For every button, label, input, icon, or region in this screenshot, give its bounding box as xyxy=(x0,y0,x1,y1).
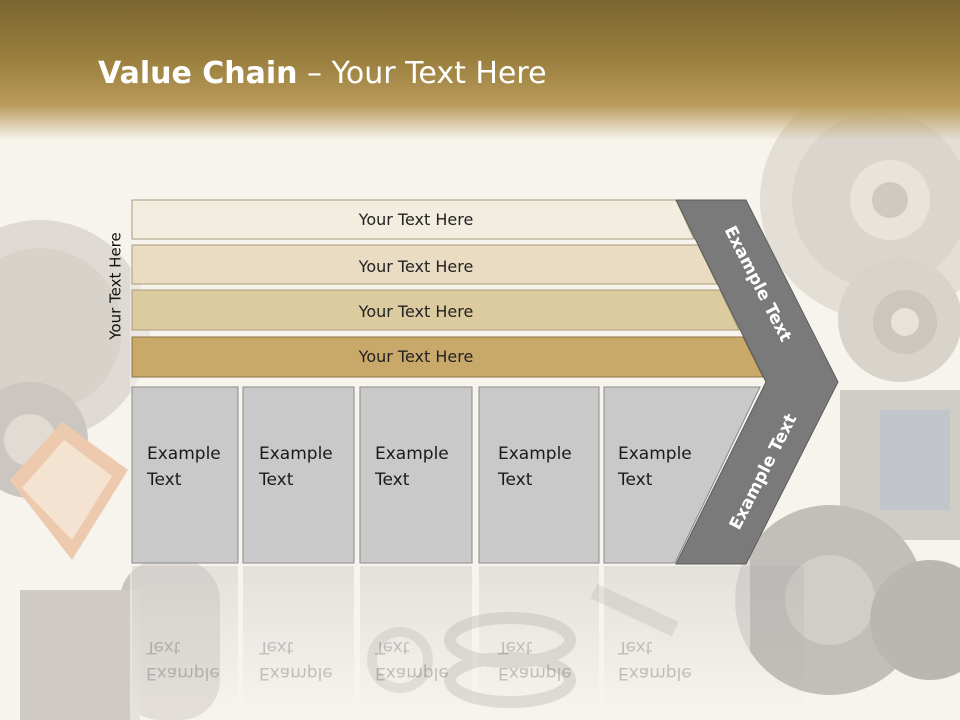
band-label-2: Your Text Here xyxy=(358,256,474,276)
activity-box-1[interactable] xyxy=(131,386,239,564)
activity-label-4-line1: Example xyxy=(498,444,572,464)
page-title: Value Chain – Your Text Here xyxy=(98,54,547,94)
activity-label-5-line1: Example xyxy=(618,444,692,464)
activity-label-4-line2: Text xyxy=(498,470,533,490)
activity-label-3-line1: Example xyxy=(375,444,449,464)
activity-label-2-line2: Text xyxy=(259,470,294,490)
band-label-3: Your Text Here xyxy=(358,301,474,321)
band-label-4: Your Text Here xyxy=(358,346,474,366)
support-band-3[interactable] xyxy=(131,289,740,331)
activity-label-2-line1: Example xyxy=(259,444,333,464)
activity-box-3[interactable] xyxy=(359,386,473,564)
support-band-1[interactable] xyxy=(131,199,695,240)
activity-label-4: Example Text xyxy=(484,387,598,563)
margin-chevron[interactable] xyxy=(675,199,839,565)
activity-box-2[interactable] xyxy=(242,386,355,564)
activity-label-5-line2: Text xyxy=(618,470,653,490)
activity-label-5: Example Text xyxy=(604,387,714,563)
activity-label-3: Example Text xyxy=(361,387,471,563)
activity-label-1: Example Text xyxy=(133,387,237,563)
activity-label-1-line1: Example xyxy=(147,444,221,464)
activity-label-2: Example Text xyxy=(245,387,353,563)
title-rest: – Your Text Here xyxy=(297,56,547,91)
band-label-1: Your Text Here xyxy=(358,209,474,229)
activity-box-5[interactable] xyxy=(603,386,761,564)
header-band xyxy=(0,0,960,140)
activity-label-3-line2: Text xyxy=(375,470,410,490)
title-bold: Value Chain xyxy=(98,56,298,91)
activity-label-1-line2: Text xyxy=(147,470,182,490)
activity-box-4[interactable] xyxy=(478,386,600,564)
